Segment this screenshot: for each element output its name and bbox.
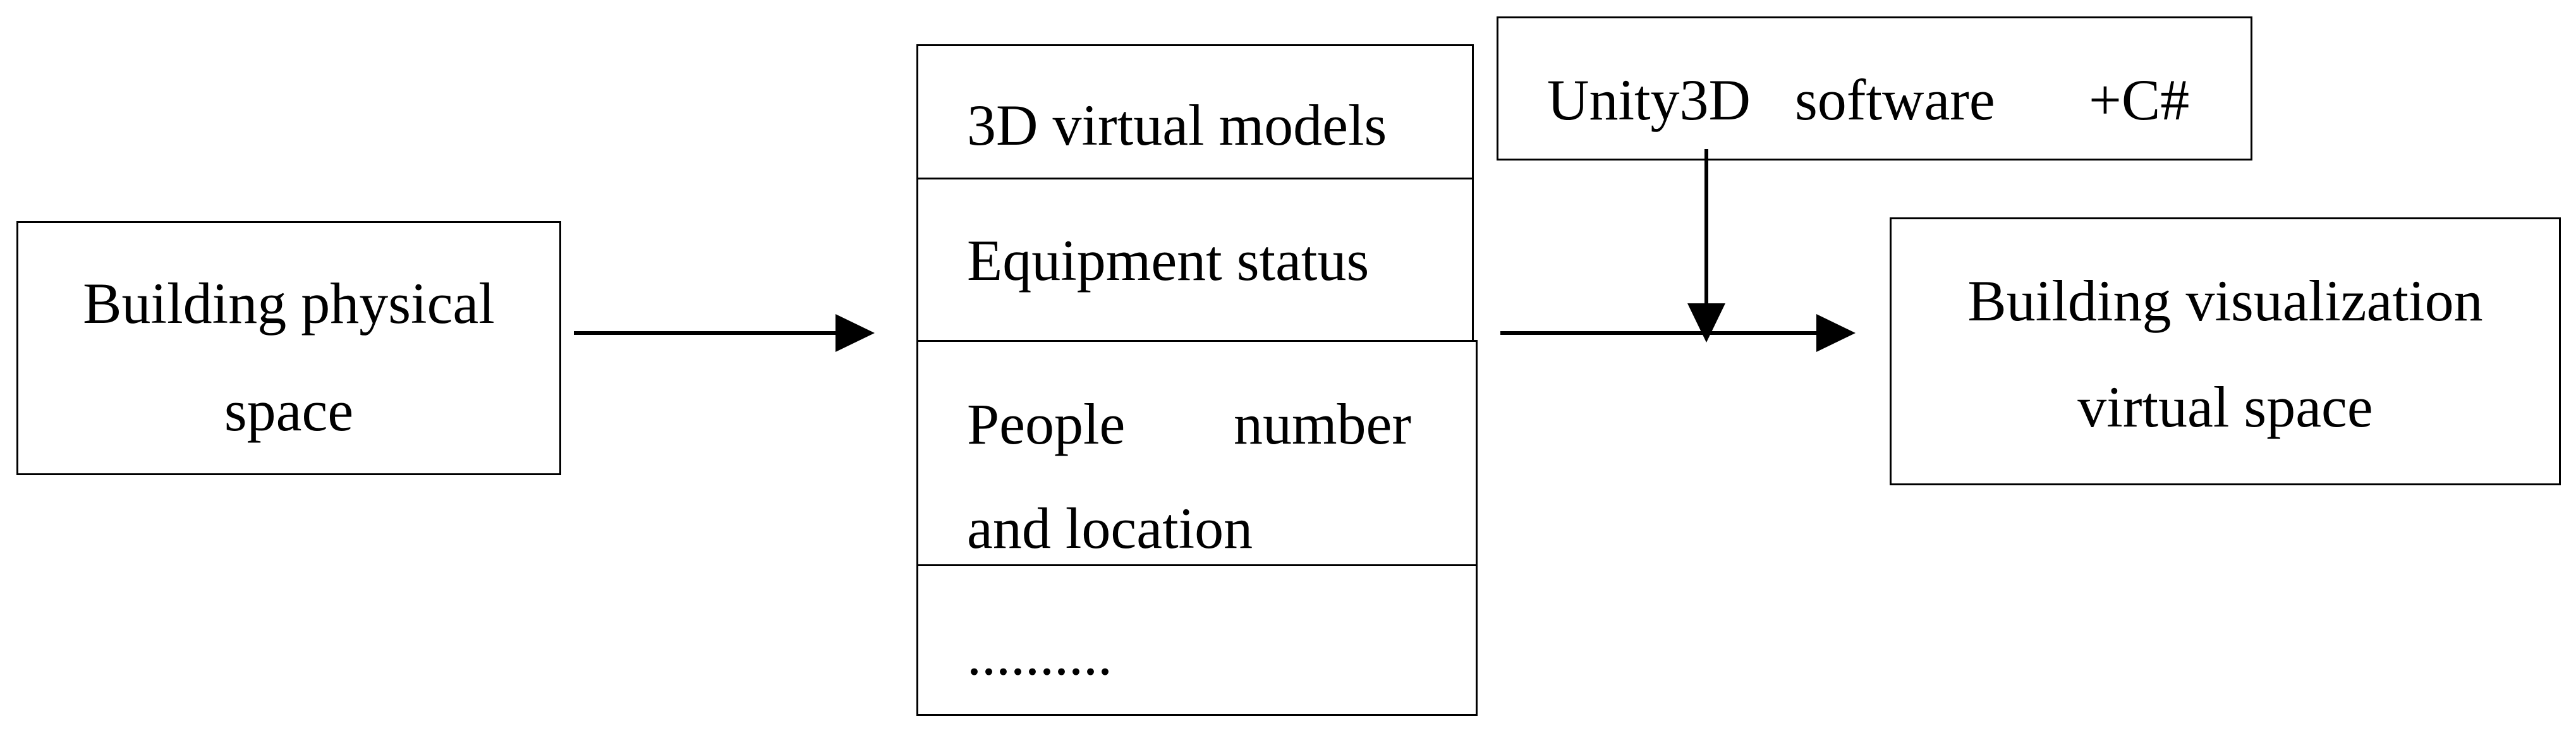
unity3d-software-box [1497, 16, 2252, 161]
building-visualization-line2: virtual space [2077, 375, 2373, 439]
unity3d-word: Unity3D [1547, 68, 1751, 132]
middle-stack-cell-models [916, 44, 1474, 179]
csharp-word: +C# [2089, 68, 2190, 132]
building-physical-space-line1: Building physical [83, 271, 495, 336]
middle-stack-cell-more [916, 564, 1478, 716]
people-word: People [967, 392, 1126, 456]
virtual-models-label: 3D virtual models [967, 93, 1387, 157]
software-word: software [1795, 68, 1995, 132]
and-location-label: and location [967, 496, 1253, 560]
equipment-status-label: Equipment status [967, 228, 1370, 293]
building-visualization-box [1890, 217, 2561, 485]
arrow-physical-to-data [574, 314, 875, 352]
number-word: number [1234, 392, 1412, 456]
building-physical-space-line2: space [224, 379, 354, 443]
middle-stack-cell-people [916, 340, 1478, 566]
building-physical-space-box [16, 221, 561, 475]
arrow-data-to-virtual [1500, 314, 1856, 352]
building-visualization-line1: Building visualization [1967, 269, 2483, 333]
arrow-unity-down [1687, 149, 1725, 342]
ellipsis-label: .......... [967, 622, 1112, 687]
